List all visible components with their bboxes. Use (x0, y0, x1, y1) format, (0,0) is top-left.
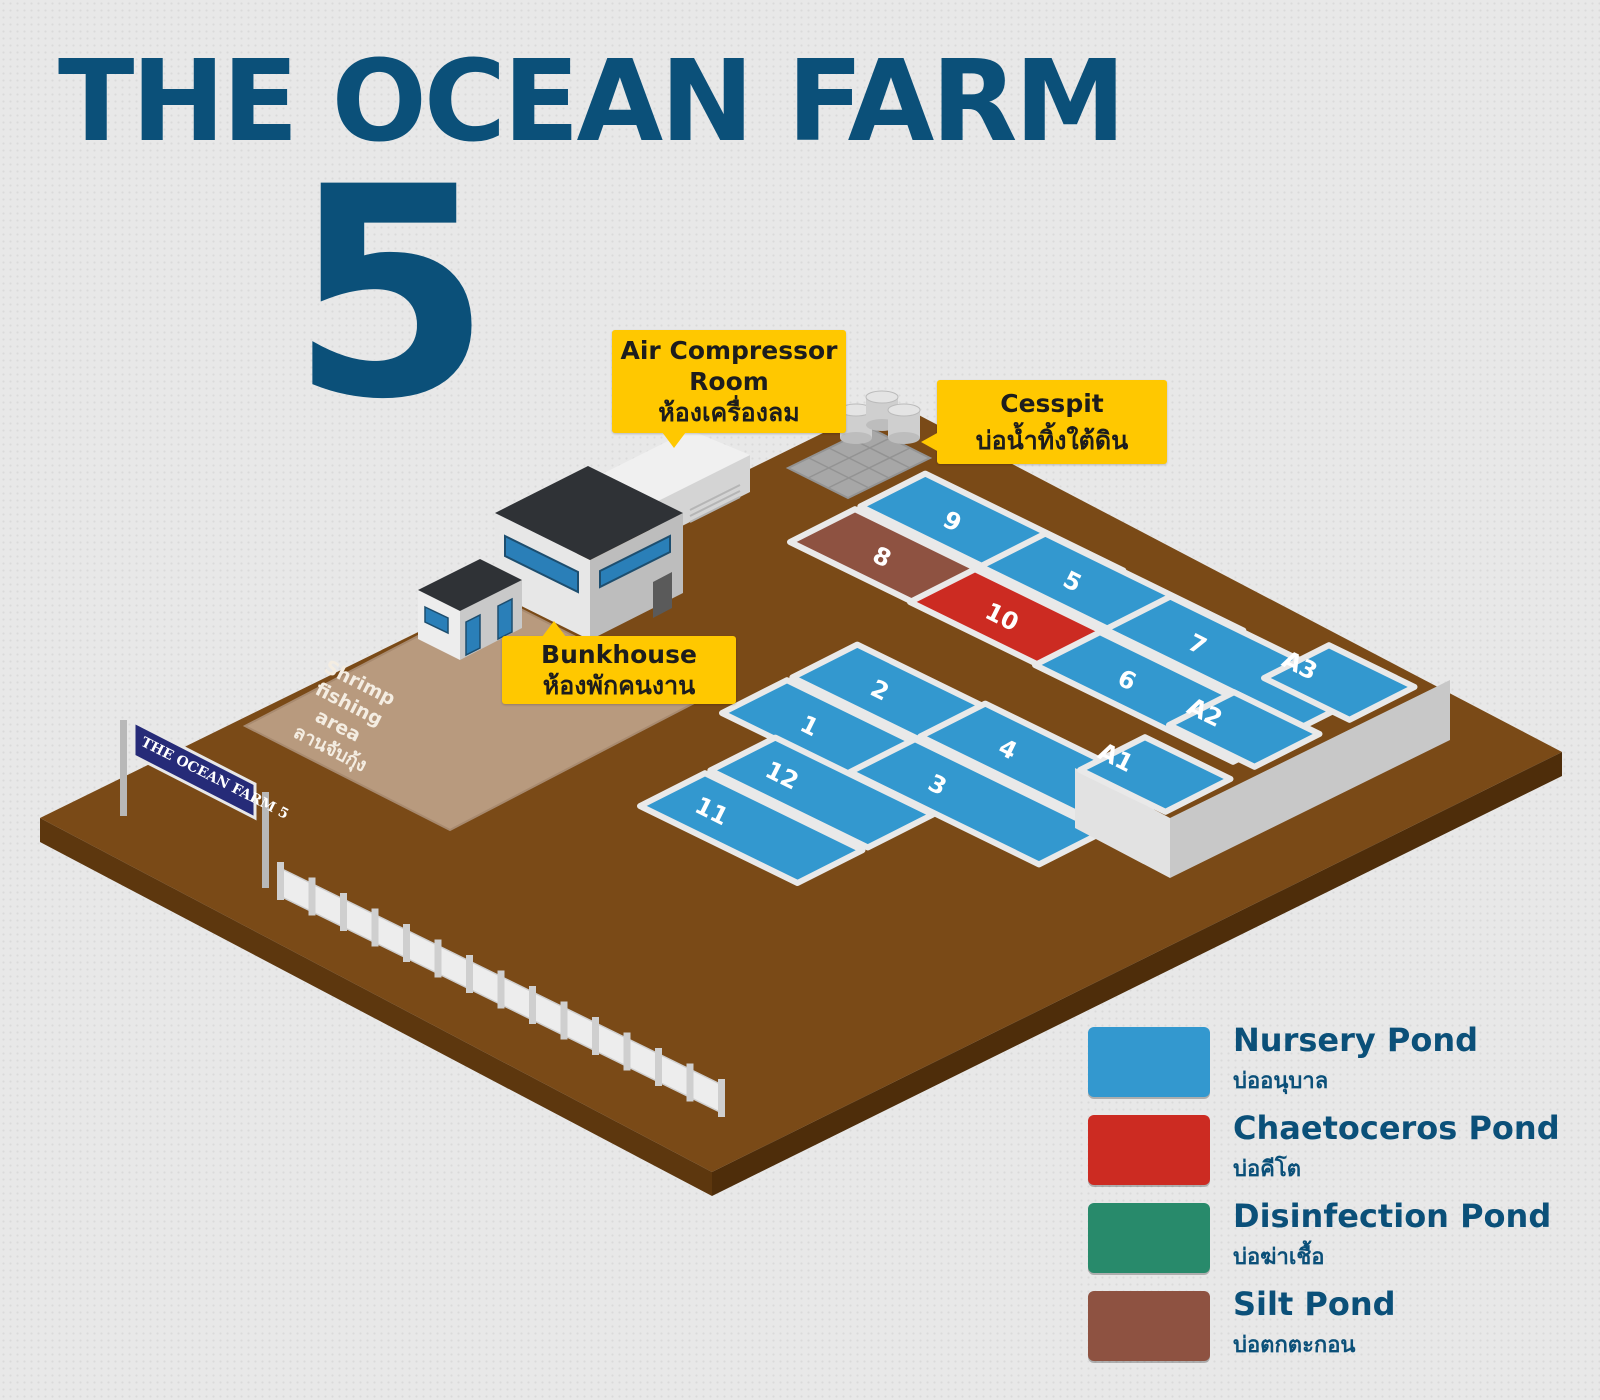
pond-a1 (1077, 734, 1234, 815)
farm-number: 5 (290, 126, 492, 463)
tank-block (1075, 680, 1450, 878)
callout-pointer (921, 432, 939, 452)
fence-post (592, 1017, 599, 1055)
fence-post (560, 1001, 568, 1040)
air-compressor-label-2: Room (689, 367, 769, 396)
fence-post (529, 986, 536, 1024)
callout-pointer (542, 621, 566, 637)
fence-post (623, 1032, 631, 1071)
cesspit-label-th: บ่อน้ำทิ้งใต้ดิน (975, 426, 1129, 455)
bunkhouse-callout: Bunkhouse ห้องพักคนงาน (502, 621, 736, 704)
pond-a2 (1166, 689, 1323, 770)
water-tank (865, 390, 899, 431)
legend-swatch-silt (1088, 1291, 1210, 1361)
bunkhouse-label: Bunkhouse (541, 640, 697, 669)
fence-post (434, 939, 442, 978)
fence-post (497, 970, 505, 1009)
water-tank (887, 403, 921, 444)
air-compressor-label: Air Compressor (620, 336, 838, 365)
cesspit-callout: Cesspit บ่อน้ำทิ้งใต้ดิน (921, 380, 1167, 464)
legend-swatch-chaetoceros (1088, 1115, 1210, 1185)
pond-12 (707, 734, 936, 851)
fence-post (371, 908, 379, 947)
fence-post (277, 862, 284, 900)
fence-post (308, 877, 316, 916)
legend-swatch-disinfection (1088, 1203, 1210, 1273)
legend-swatch-nursery (1088, 1027, 1210, 1097)
pond-11 (637, 770, 866, 886)
callout-pointer (662, 432, 686, 448)
fence-post (686, 1063, 694, 1102)
bunkhouse (418, 559, 522, 660)
page-title: THE OCEAN FARM (58, 37, 1126, 167)
bunkhouse-label-th: ห้องพักคนงาน (542, 671, 696, 700)
fence-post (340, 893, 347, 931)
cesspit-label: Cesspit (1000, 389, 1104, 418)
legend-label-nursery-th: บ่ออนุบาล (1233, 1069, 1329, 1094)
main-building (495, 466, 683, 640)
pond-a3 (1261, 642, 1418, 723)
air-compressor-label-th: ห้องเครื่องลม (658, 398, 800, 427)
legend-label-chaetoceros: Chaetoceros Pond (1233, 1109, 1560, 1147)
fence-post (466, 955, 473, 993)
legend-label-silt: Silt Pond (1233, 1285, 1396, 1323)
legend-label-chaetoceros-th: บ่อคีโต (1233, 1157, 1301, 1182)
fence-post (403, 924, 410, 962)
legend-label-disinfection-th: บ่อฆ่าเชื้อ (1233, 1245, 1325, 1270)
legend-label-disinfection: Disinfection Pond (1233, 1197, 1552, 1235)
fence-post (655, 1048, 662, 1086)
air-compressor-callout: Air Compressor Room ห้องเครื่องลม (612, 330, 846, 448)
legend-label-silt-th: บ่อตกตะกอน (1233, 1333, 1356, 1358)
legend-label-nursery: Nursery Pond (1233, 1021, 1478, 1059)
fence-post (718, 1079, 725, 1117)
fence (277, 862, 725, 1117)
